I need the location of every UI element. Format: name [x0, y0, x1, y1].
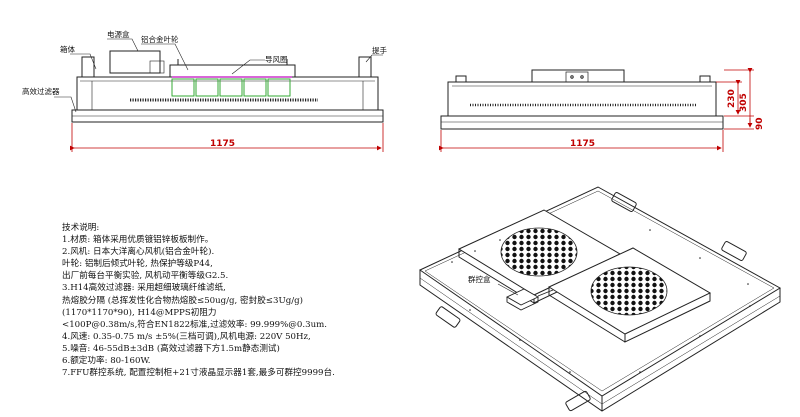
note-line: 1.材质: 箱体采用优质镀铝锌板板制作。: [62, 235, 214, 246]
front-fan-housing: [169, 64, 296, 78]
iso-fan-grille-1: [500, 227, 578, 277]
side-cabinet-body: [447, 81, 717, 117]
front-width-dimension: [70, 123, 384, 152]
note-line: 叶轮: 铝制后倾式叶轮, 热保护等级P44,: [62, 259, 213, 270]
front-view: [71, 50, 384, 123]
front-handle-right: [358, 56, 372, 77]
note-line: (1170*1170*90), H14@MPPS初阻力: [62, 307, 217, 318]
handle-label: 提手: [372, 45, 387, 55]
group-control-box: [506, 288, 554, 311]
hepa-label: 高效过滤器: [22, 86, 60, 96]
iso-rivets: [451, 229, 751, 373]
front-fan-blocks: [171, 78, 291, 97]
technical-notes: 技术说明: 1.材质: 箱体采用优质镀铝锌板板制作。 2.风机: 日本大洋离心风…: [62, 222, 402, 379]
notes-title: 技术说明:: [62, 223, 100, 233]
note-line: 3.H14高效过滤器: 采用超细玻璃纤维滤纸,: [62, 283, 226, 294]
front-leaders: [54, 38, 383, 113]
power-box-label: 电源盒: [107, 29, 130, 39]
iso-fan-grille-2: [590, 266, 668, 316]
note-line: 热熔胶分隔 (总挥发性化合物热熔胶≤50ug/g, 密封胶≤3Ug/g): [62, 295, 303, 306]
note-line: 6.额定功率: 80-160W.: [62, 356, 151, 367]
side-hepa-filter: [440, 115, 724, 130]
side-width-dimension: [439, 130, 724, 152]
cabinet-label: 箱体: [60, 44, 75, 54]
impeller-label: 铝合金叶轮: [141, 34, 179, 44]
note-line: 4.风速: 0.35-0.75 m/s ±5%(三档可调),风机电源: 220V…: [62, 331, 311, 342]
power-box: [109, 50, 161, 74]
note-line: 5.噪音: 46-55dB±3dB (高效过滤器下方1.5m静态测试): [62, 343, 280, 354]
front-handle-left: [81, 56, 95, 77]
height-dimensions: [716, 68, 754, 130]
front-width-value: 1175: [210, 139, 235, 149]
side-view: [440, 69, 724, 130]
note-line: <100P@0.38m/s,符合EN1822标准,过滤效率: 99.999%@0…: [62, 319, 327, 330]
note-line: 出厂前每台平衡实验, 风机动平衡等级G2.5.: [62, 271, 229, 282]
group-control-label: 群控盒: [468, 274, 491, 284]
height-filter-value: 90: [755, 117, 765, 130]
note-line: 7.FFU群控系统, 配置控制柜+21寸液晶显示器1套,最多可群控9999台.: [62, 368, 335, 379]
front-cabinet-body: [76, 76, 379, 111]
note-line: 2.风机: 日本大洋离心风机(铝合金叶轮).: [62, 247, 215, 258]
air-ring-label: 导风圈: [265, 55, 288, 64]
group-control-leader: [497, 283, 519, 296]
height-fan-value: 230: [727, 89, 737, 108]
side-width-value: 1175: [570, 139, 595, 149]
height-total-value: 305: [739, 93, 749, 112]
